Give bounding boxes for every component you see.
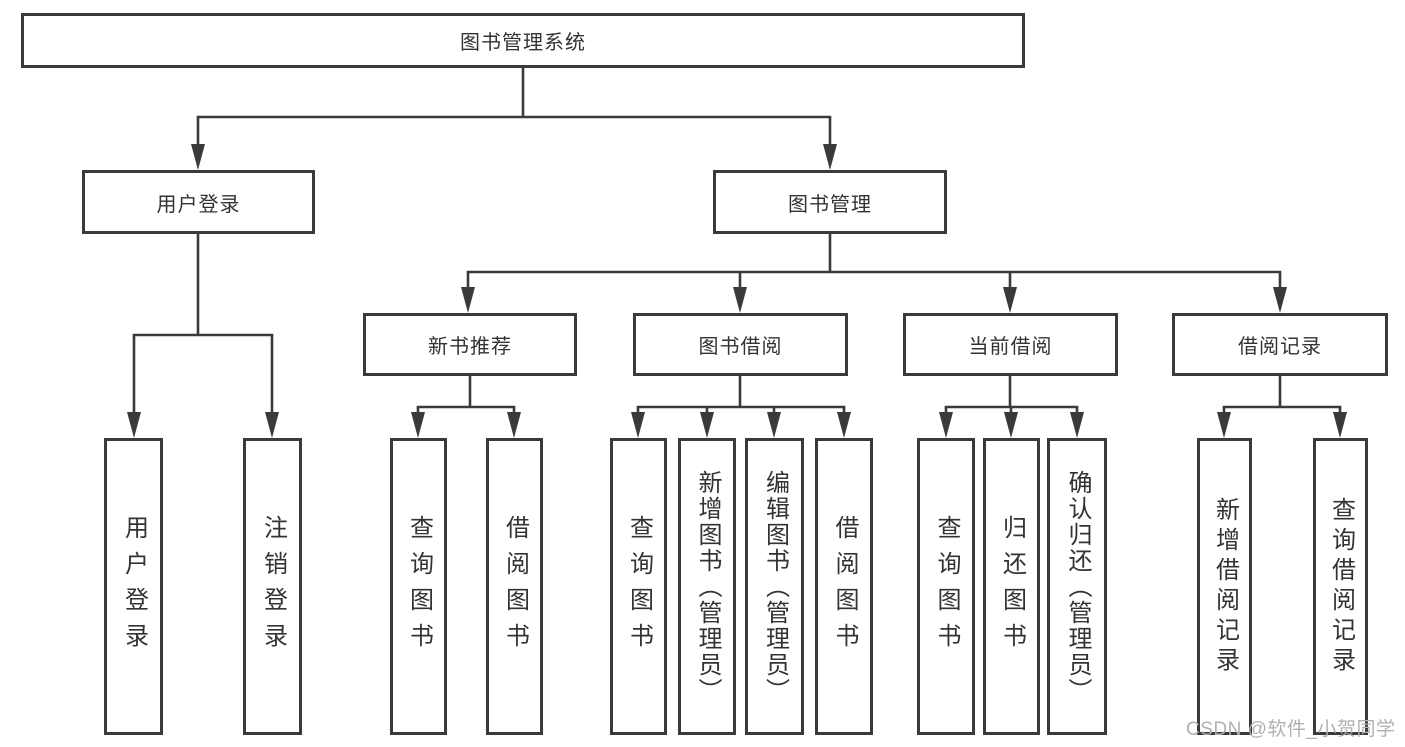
arrowhead-icon <box>411 412 425 438</box>
node-label: 查询借阅记录 <box>1327 496 1355 677</box>
node-book-borrow: 图书借阅 <box>633 313 848 376</box>
node-label: 借阅图书 <box>501 514 529 659</box>
node-leaf-add-record: 新增借阅记录 <box>1197 438 1252 735</box>
node-leaf-user-login: 用户登录 <box>104 438 163 735</box>
arrowhead-icon <box>507 412 521 438</box>
arrowhead-icon <box>939 412 953 438</box>
node-user-login: 用户登录 <box>82 170 315 234</box>
arrowhead-icon <box>265 412 279 438</box>
node-label: 查询图书 <box>625 514 653 659</box>
node-label: 借阅图书 <box>831 514 858 659</box>
node-label: 查询图书 <box>405 514 433 659</box>
node-label: 注销登录 <box>259 514 287 659</box>
arrowhead-icon <box>1004 412 1018 438</box>
node-label: 新书推荐 <box>428 336 512 358</box>
node-label: 新增借阅记录 <box>1211 496 1239 677</box>
arrowhead-icon <box>1070 412 1084 438</box>
arrowhead-icon <box>700 412 714 438</box>
node-label: 确认归还（管理员） <box>1064 469 1091 704</box>
node-label: 当前借阅 <box>968 336 1053 358</box>
node-label: 查询图书 <box>933 514 960 659</box>
arrowhead-icon <box>631 412 645 438</box>
arrowhead-icon <box>1333 412 1347 438</box>
node-book-mgmt: 图书管理 <box>713 170 947 234</box>
arrowhead-icon <box>767 412 781 438</box>
arrowhead-icon <box>1003 287 1017 313</box>
node-label: 新增图书（管理员） <box>694 469 721 704</box>
node-label: 归还图书 <box>998 514 1026 659</box>
node-label: 用户登录 <box>120 514 148 659</box>
node-leaf-query-book-3: 查询图书 <box>917 438 975 735</box>
node-borrow-records: 借阅记录 <box>1172 313 1388 376</box>
node-leaf-borrow-book-1: 借阅图书 <box>486 438 543 735</box>
arrowhead-icon <box>1273 287 1287 313</box>
node-label: 编辑图书（管理员） <box>761 469 789 704</box>
node-leaf-borrow-book-2: 借阅图书 <box>815 438 873 735</box>
node-label: 借阅记录 <box>1238 336 1322 358</box>
arrowhead-icon <box>823 144 837 170</box>
node-leaf-logout: 注销登录 <box>243 438 302 735</box>
node-root: 图书管理系统 <box>21 13 1025 68</box>
node-leaf-confirm-return: 确认归还（管理员） <box>1047 438 1107 735</box>
node-new-book-rec: 新书推荐 <box>363 313 577 376</box>
arrowhead-icon <box>837 412 851 438</box>
node-leaf-query-book-1: 查询图书 <box>390 438 447 735</box>
node-label: 用户登录 <box>156 193 241 216</box>
arrowhead-icon <box>127 412 141 438</box>
watermark: CSDN @软件_小贺同学 <box>1186 719 1396 740</box>
node-leaf-add-book: 新增图书（管理员） <box>678 438 736 735</box>
node-label: 图书管理 <box>788 193 872 216</box>
node-label: 图书管理系统 <box>460 32 586 54</box>
node-leaf-query-book-2: 查询图书 <box>610 438 667 735</box>
arrowhead-icon <box>733 287 747 313</box>
arrowhead-icon <box>191 144 205 170</box>
node-label: 图书借阅 <box>698 336 783 358</box>
node-leaf-edit-book: 编辑图书（管理员） <box>745 438 804 735</box>
node-leaf-return-book: 归还图书 <box>983 438 1040 735</box>
arrowhead-icon <box>461 287 475 313</box>
node-leaf-query-record: 查询借阅记录 <box>1313 438 1368 735</box>
node-current-borrow: 当前借阅 <box>903 313 1118 376</box>
arrowhead-icon <box>1217 412 1231 438</box>
